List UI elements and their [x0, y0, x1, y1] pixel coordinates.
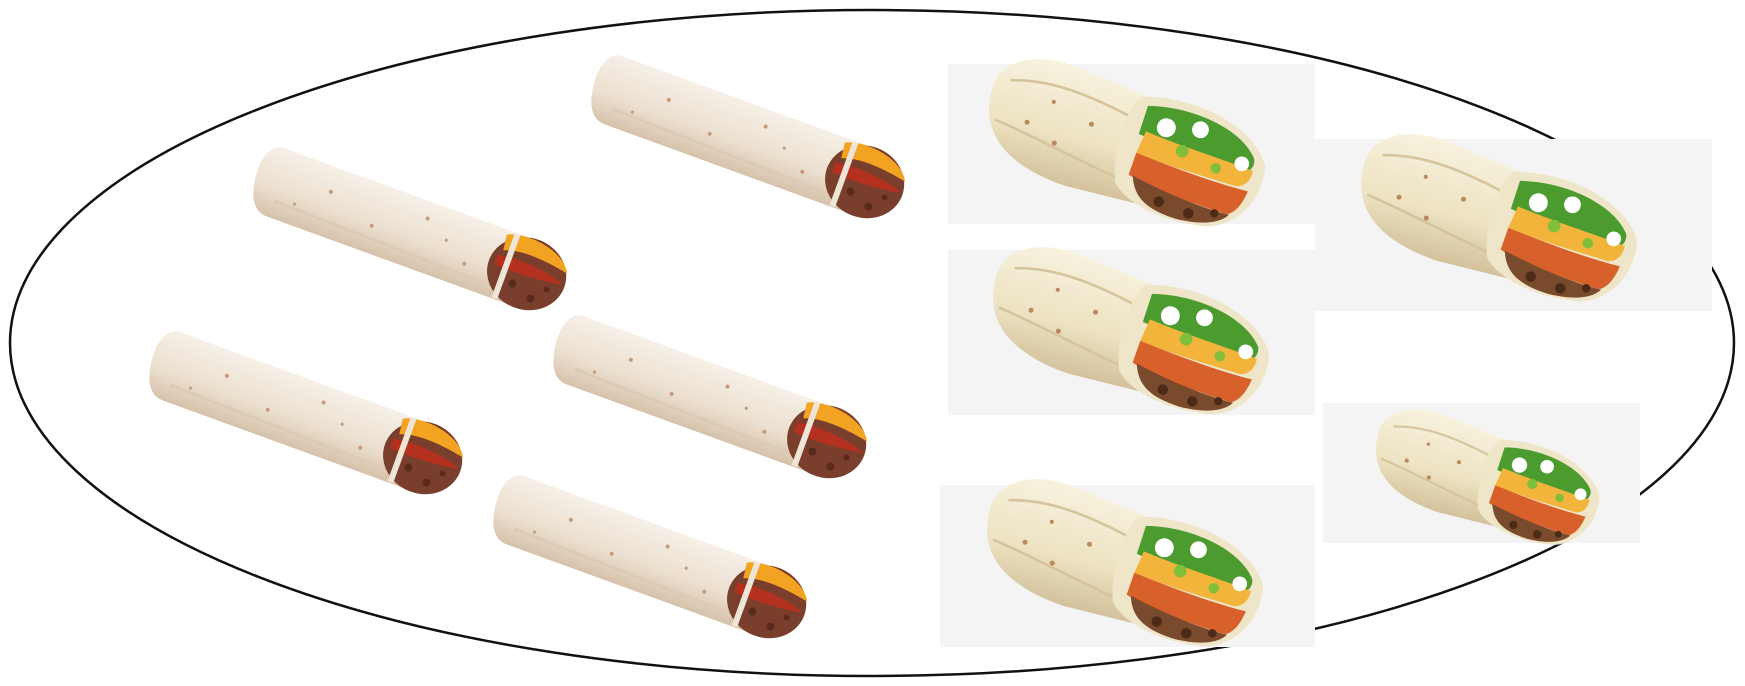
- container-ellipse: [10, 10, 1734, 676]
